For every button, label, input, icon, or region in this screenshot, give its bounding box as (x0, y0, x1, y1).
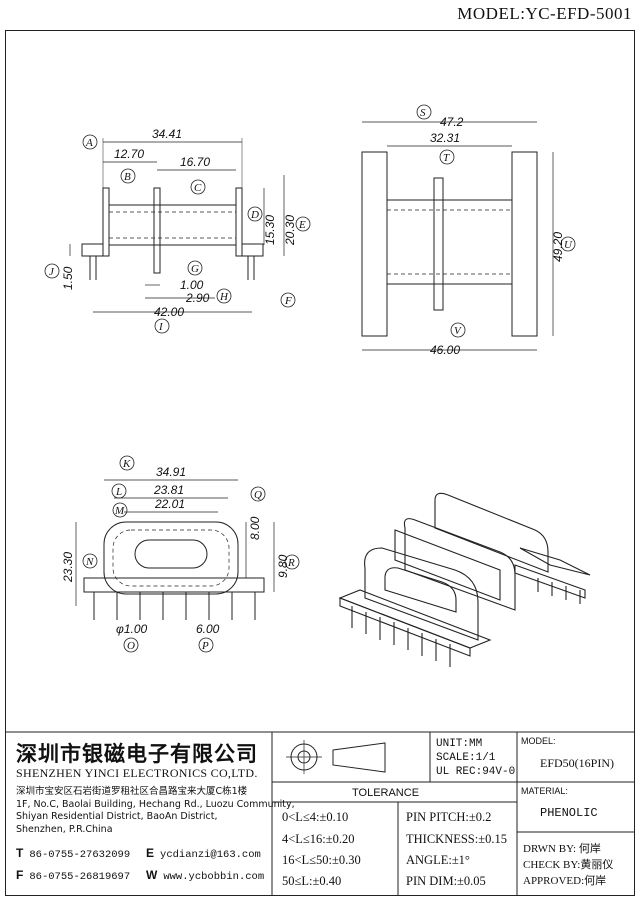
label-m: M (114, 505, 125, 517)
company-name-en: SHENZHEN YINCI ELECTRONICS CO,LTD. (16, 766, 258, 780)
pin-spec: PIN PITCH:±0.2 (406, 810, 492, 824)
address-line: Shenzhen, P.R.China (16, 823, 113, 835)
pin-spec: ANGLE:±1° (406, 853, 470, 867)
front-right-rail (241, 243, 264, 257)
front-winding-tube (108, 204, 237, 246)
label-d: D (250, 209, 259, 221)
dim-34-41: 34.41 (152, 127, 182, 141)
approved-by: APPROVED:何岸 (523, 875, 607, 887)
address-line: Shiyan Residential District, BaoAn Distr… (16, 811, 218, 822)
label-k: K (122, 458, 131, 470)
label-l: L (115, 486, 122, 498)
front-left-rail (81, 243, 104, 257)
dim-15-30: 15.30 (263, 215, 277, 245)
dim-23-81: 23.81 (153, 483, 184, 497)
pin-spec: THICKNESS:±0.15 (406, 832, 507, 846)
dim-6-00: 6.00 (196, 622, 220, 636)
scale-text: SCALE:1/1 (436, 752, 496, 764)
label-j: J (49, 266, 55, 278)
dim-2-90: 2.90 (185, 291, 210, 305)
ul-text: UL REC:94V-0 (436, 766, 516, 778)
label-c: C (194, 182, 202, 194)
dim-16-70: 16.70 (180, 155, 210, 169)
label-n: N (85, 556, 94, 568)
material-label: MATERIAL: (521, 786, 568, 796)
pin-spec: PIN DIM:±0.05 (406, 874, 486, 888)
label-e: E (298, 219, 306, 231)
bottom-core-window (134, 539, 208, 569)
bottom-view (75, 455, 300, 653)
label-r: R (287, 557, 295, 569)
bottom-flange-outline (103, 521, 239, 595)
dim-32-31: 32.31 (430, 131, 460, 145)
dim-8-00: 8.00 (248, 516, 262, 540)
side-body (386, 199, 513, 285)
label-g: G (191, 263, 199, 275)
dim-9-80: 9.80 (276, 554, 290, 578)
drawing-frame (5, 30, 635, 896)
label-t: T (443, 152, 450, 164)
dim-20-30: 20.30 (283, 215, 297, 246)
company-address: 深圳市宝安区石岩街道罗租社区合昌路宝来大厦C栋1楼 1F, No.C, Baol… (16, 786, 295, 836)
address-line: 深圳市宝安区石岩街道罗租社区合昌路宝来大厦C栋1楼 (16, 786, 248, 797)
tolerance-row: 4<L≤16:±0.20 (282, 832, 355, 846)
drawn-by: DRWN BY: 何岸 (523, 843, 601, 855)
label-b: B (124, 171, 131, 183)
label-h: H (219, 291, 229, 303)
front-center-flange (153, 187, 161, 274)
label-v: V (454, 325, 462, 337)
dim-phi-1-00: φ1.00 (116, 622, 148, 636)
material-value: PHENOLIC (540, 806, 598, 820)
dim-1-50: 1.50 (61, 266, 75, 290)
side-view (361, 104, 576, 351)
label-s: S (420, 107, 426, 119)
dim-23-30: 23.30 (61, 552, 75, 583)
label-a: A (85, 137, 93, 149)
side-left-plate (361, 151, 388, 337)
model-value: EFD50(16PIN) (540, 756, 614, 770)
dim-47-2: 47.2 (440, 115, 464, 129)
dim-49-20: 49.20 (551, 232, 565, 262)
dim-46-00: 46.00 (430, 343, 460, 357)
dim-34-91: 34.91 (156, 465, 186, 479)
tolerance-row: 0<L≤4:±0.10 (282, 810, 349, 824)
dim-12-70: 12.70 (114, 147, 144, 161)
label-u: U (564, 239, 573, 251)
tolerance-row: 50≤L:±0.40 (282, 874, 342, 888)
side-right-plate (511, 151, 538, 337)
dim-22-01: 22.01 (154, 497, 185, 511)
model-title: MODEL:YC-EFD-5001 (457, 4, 632, 23)
bottom-pin-rail (83, 577, 265, 593)
isometric-view (338, 492, 591, 667)
model-label: MODEL: (521, 736, 556, 746)
label-o: O (127, 640, 135, 652)
front-view (44, 134, 311, 334)
dim-42-00: 42.00 (154, 305, 184, 319)
dim-1-00: 1.00 (180, 278, 204, 292)
side-center-flange (433, 177, 444, 311)
address-line: 1F, No.C, Baolai Building, Hechang Rd., … (16, 798, 295, 810)
label-i: I (158, 321, 164, 333)
label-q: Q (254, 489, 262, 501)
tolerance-row: 16<L≤50:±0.30 (282, 853, 361, 867)
label-p: P (201, 640, 209, 652)
tolerance-title: TOLERANCE (352, 787, 420, 799)
title-block-grid (5, 731, 635, 896)
unit-text: UNIT:MM (436, 738, 483, 750)
company-name-cn: 深圳市银磁电子有限公司 (16, 742, 258, 766)
front-right-flange (235, 187, 243, 257)
checked-by: CHECK BY:黄丽仪 (523, 859, 614, 871)
front-left-flange (102, 187, 110, 257)
label-f: F (284, 295, 292, 307)
